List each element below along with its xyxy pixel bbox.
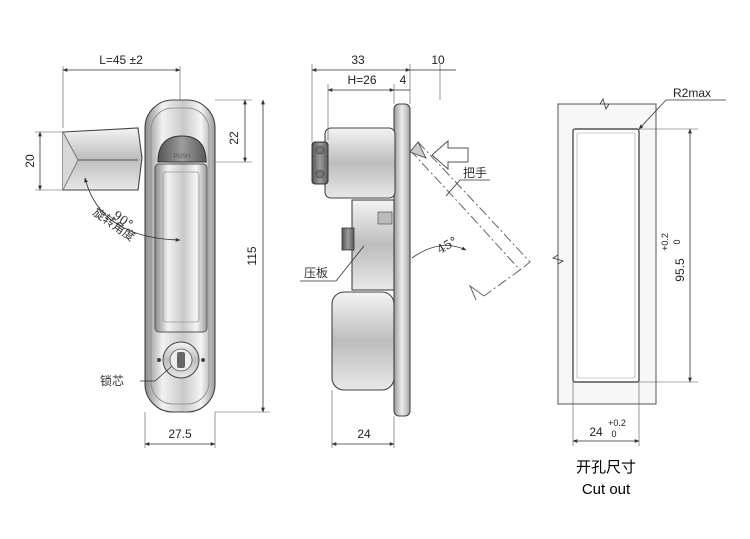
radius-label: R2max: [673, 86, 711, 100]
handle-note: 把手: [463, 166, 487, 180]
plate-note-leader: [300, 245, 365, 282]
cutout-hole: [572, 128, 640, 383]
rotation-arc: [84, 177, 181, 242]
side-angle-label: 45°: [435, 234, 460, 257]
front-lever: [62, 127, 143, 191]
opened-handle: [409, 141, 531, 301]
side-handle-height-label: H=26: [347, 73, 376, 87]
lever-height-label: 20: [23, 154, 37, 168]
cutout-view: R2max 95.5 +0.2 0 24 +0.2 0 开孔尺寸 Cut out: [552, 86, 726, 498]
front-offset-label: 22: [227, 131, 241, 145]
lock-core-note: 锁芯: [100, 373, 124, 388]
front-height-label: 115: [245, 246, 259, 265]
plate-note: 压板: [304, 266, 328, 280]
side-depth-label: 33: [351, 53, 365, 67]
side-bottom-label: 24: [357, 427, 371, 441]
side-plate: [393, 103, 411, 417]
push-label: PUSH: [174, 154, 191, 160]
lock-core: [157, 341, 205, 379]
side-view: 45° 把手 压板 33 10 H=26 4 24: [300, 53, 531, 448]
push-arrow: [431, 139, 469, 171]
cutout-height-tol-upper: +0.2: [660, 233, 670, 251]
front-handle-recess: [150, 107, 210, 405]
front-bottom-label: 27.5: [168, 427, 192, 441]
cutout-height-label: 95.5: [673, 258, 687, 282]
side-lock-cylinder: [331, 291, 395, 391]
side-front-label: 10: [431, 53, 445, 67]
cutout-height-tol-lower: 0: [672, 239, 682, 244]
cutout-caption-cn: 开孔尺寸: [576, 458, 636, 476]
radius-leader: [638, 99, 667, 130]
cutout-caption-en: Cut out: [582, 481, 631, 498]
cutout-width-tol-upper: +0.2: [608, 418, 626, 428]
side-cylinder: [324, 127, 396, 199]
angle-arc: [411, 245, 467, 259]
front-view: PUSH 90° 旋转角度 锁芯 L=45 ±2 22 115: [23, 53, 270, 448]
front-width-label: L=45 ±2: [99, 53, 143, 67]
lock-core-leader: [140, 365, 173, 382]
cutout-width-label: 24: [589, 425, 603, 439]
side-offset-label: 4: [400, 73, 407, 87]
push-button: [157, 135, 207, 163]
cutout-width-tol-lower: 0: [611, 429, 616, 439]
handle-note-leader: [445, 179, 490, 197]
